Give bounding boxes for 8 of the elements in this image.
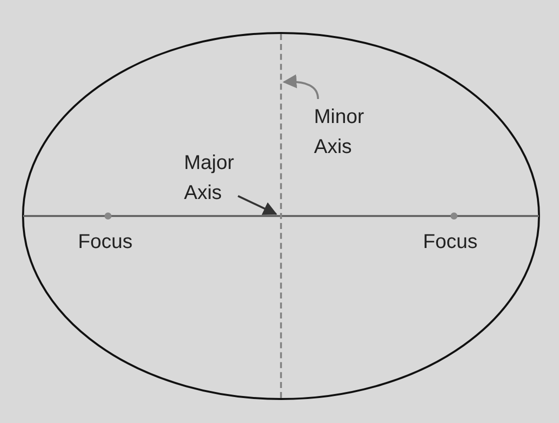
major-axis-line	[23, 215, 539, 217]
focus-label: Focus	[423, 230, 478, 255]
leader-arrow	[282, 74, 319, 100]
axis-label: Major Axis	[184, 148, 264, 208]
minor-axis-line	[280, 34, 282, 398]
axis-label: Minor Axis	[314, 102, 394, 162]
leader-arrow	[238, 195, 278, 215]
focus-label: Focus	[78, 230, 132, 255]
